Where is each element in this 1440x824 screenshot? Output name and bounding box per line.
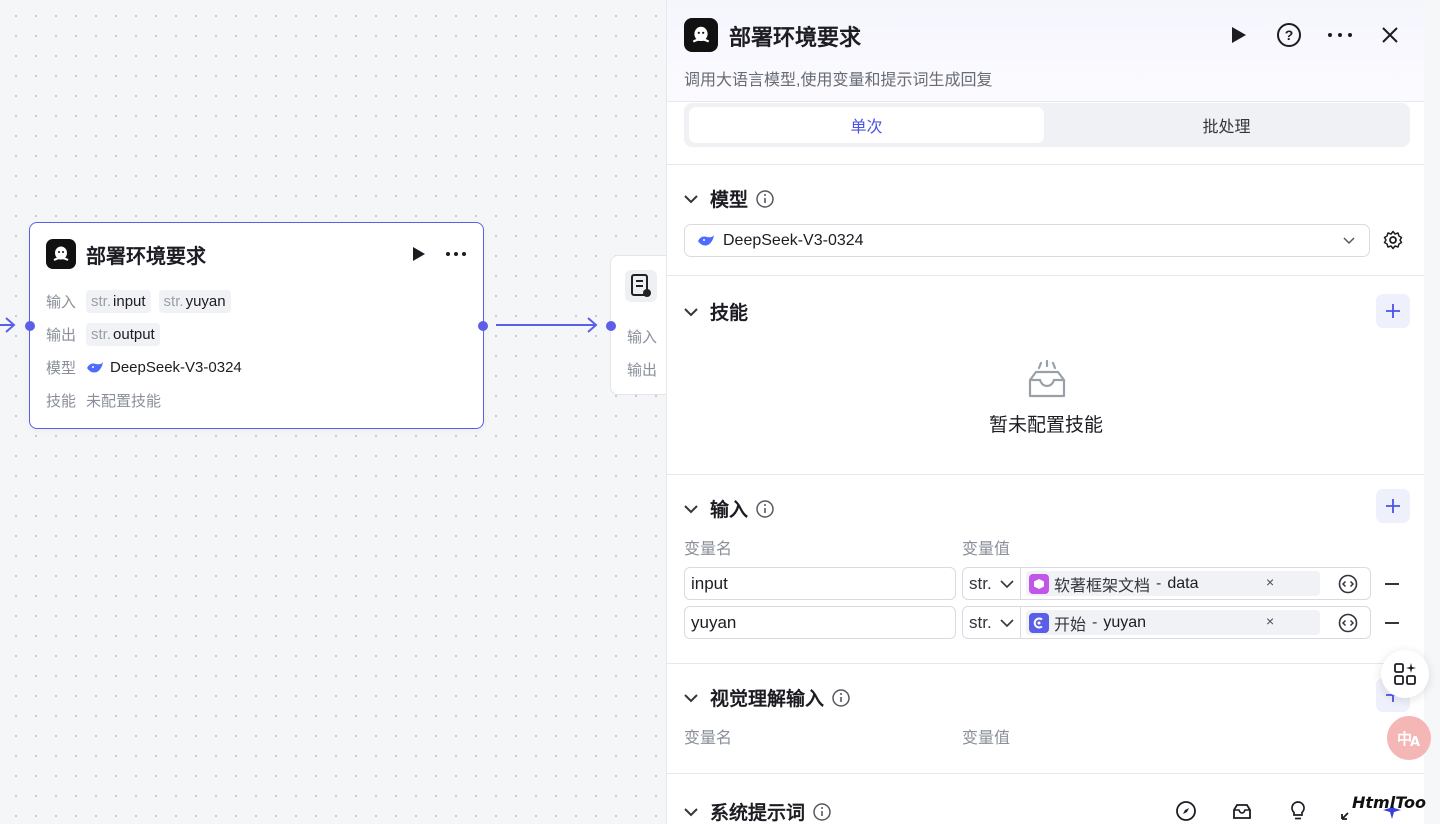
watermark: HtmlToo — [1352, 793, 1427, 812]
help-icon[interactable]: ? — [1274, 20, 1304, 50]
col-var-name: 变量名 — [684, 730, 733, 747]
chevron-down-icon — [684, 194, 698, 203]
input-section-header[interactable]: 输入 — [684, 495, 774, 522]
incoming-edge — [0, 317, 16, 333]
variable-picker-icon[interactable] — [1338, 574, 1358, 594]
add-input-button[interactable] — [1376, 489, 1410, 523]
chevron-down-icon — [684, 807, 698, 816]
var-tag: str.output — [86, 323, 160, 346]
next-node[interactable]: 输入 输出 — [610, 255, 666, 395]
add-skill-button[interactable] — [1376, 294, 1410, 328]
run-icon[interactable] — [407, 242, 431, 266]
var-tag: str.yuyan — [158, 290, 231, 313]
bot-logo-icon — [46, 239, 76, 269]
node-row-model: 模型 DeepSeek-V3-0324 — [46, 359, 242, 377]
svg-text:?: ? — [1285, 27, 1294, 43]
info-icon — [813, 802, 831, 821]
clear-reference-icon[interactable]: × — [1266, 574, 1275, 590]
settings-gear-icon[interactable] — [1383, 230, 1403, 250]
model-select[interactable]: DeepSeek-V3-0324 — [684, 224, 1370, 257]
empty-box-icon — [1026, 360, 1068, 400]
node-input-port[interactable] — [25, 321, 35, 331]
type-select[interactable]: str. — [963, 607, 1021, 638]
translate-icon: 中A — [1397, 730, 1420, 749]
compass-icon[interactable] — [1175, 800, 1197, 822]
var-name-input[interactable]: input — [684, 567, 956, 600]
model-section-header[interactable]: 模型 — [684, 185, 774, 212]
plus-icon — [1386, 304, 1400, 318]
var-reference[interactable]: 开始 - yuyan — [1026, 610, 1320, 635]
chevron-down-icon — [1000, 618, 1014, 627]
node-row-skill: 技能 未配置技能 — [46, 393, 162, 410]
chevron-down-icon — [1000, 579, 1014, 588]
prompt-section-header[interactable]: 系统提示词 — [684, 798, 831, 824]
node-row-output: 输出 str.output — [30, 318, 483, 351]
deepseek-whale-icon — [697, 234, 715, 248]
llm-node[interactable]: 部署环境要求 输入 str.input str.yuyan 输出 str.out… — [29, 222, 484, 429]
variable-picker-icon[interactable] — [1338, 613, 1358, 633]
skills-empty-text: 暂未配置技能 — [988, 415, 1103, 436]
clear-reference-icon[interactable]: × — [1266, 613, 1275, 629]
var-name-input[interactable]: yuyan — [684, 606, 956, 639]
col-var-name: 变量名 — [684, 541, 733, 558]
node-output-port[interactable] — [478, 321, 488, 331]
remove-row-button[interactable] — [1385, 622, 1399, 624]
plus-icon — [1386, 499, 1400, 513]
edge-arrow — [496, 317, 598, 333]
deepseek-whale-icon — [86, 361, 104, 375]
info-icon — [832, 688, 850, 707]
panel-description: 调用大语言模型,使用变量和提示词生成回复 — [684, 72, 993, 89]
mode-tabs: 单次 批处理 — [684, 103, 1410, 147]
close-icon[interactable] — [1375, 20, 1405, 50]
svg-text:中: 中 — [1397, 730, 1412, 748]
document-tool-icon — [625, 270, 657, 302]
col-var-value: 变量值 — [962, 541, 1011, 558]
bulb-icon[interactable] — [1287, 800, 1309, 822]
sparkle-icon[interactable] — [1382, 800, 1402, 820]
remove-row-button[interactable] — [1385, 583, 1399, 585]
bot-logo-icon — [684, 18, 718, 52]
node-row-input: 输入 str.input str.yuyan — [30, 285, 483, 318]
info-icon — [756, 499, 774, 518]
chevron-down-icon — [684, 504, 698, 513]
chevron-down-icon — [1343, 237, 1355, 245]
info-icon — [756, 189, 774, 208]
expand-icon[interactable] — [1339, 800, 1361, 822]
vision-section-header[interactable]: 视觉理解输入 — [684, 684, 850, 711]
var-reference[interactable]: 软著框架文档 - data — [1026, 571, 1320, 596]
template-box-icon[interactable] — [1231, 800, 1253, 822]
next-node-input-port[interactable] — [606, 321, 616, 331]
panel-title[interactable]: 部署环境要求 — [729, 25, 862, 50]
grid-sparkle-icon — [1394, 663, 1416, 685]
chevron-down-icon — [684, 307, 698, 316]
more-icon[interactable] — [445, 243, 467, 265]
col-var-value: 变量值 — [962, 730, 1011, 747]
node-config-panel: 部署环境要求 调用大语言模型,使用变量和提示词生成回复 ? 单次 批处理 模型 … — [666, 0, 1424, 824]
svg-text:A: A — [1410, 735, 1420, 749]
panel-header: 部署环境要求 调用大语言模型,使用变量和提示词生成回复 ? — [667, 0, 1424, 102]
cube-icon — [1029, 573, 1049, 594]
app-grid-button[interactable] — [1381, 650, 1429, 698]
node-title: 部署环境要求 — [86, 245, 206, 268]
start-icon — [1029, 612, 1049, 633]
var-value-field: str. 软著框架文档 - data × — [962, 567, 1371, 600]
chevron-down-icon — [684, 693, 698, 702]
run-icon[interactable] — [1224, 20, 1254, 50]
var-tag: str.input — [86, 290, 151, 313]
skills-section-header[interactable]: 技能 — [684, 298, 748, 325]
workflow-canvas[interactable]: 部署环境要求 输入 str.input str.yuyan 输出 str.out… — [0, 0, 666, 824]
var-value-field: str. 开始 - yuyan × — [962, 606, 1371, 639]
tab-batch[interactable]: 批处理 — [1202, 119, 1251, 136]
more-icon[interactable] — [1325, 20, 1355, 50]
type-select[interactable]: str. — [963, 568, 1021, 599]
tab-single[interactable]: 单次 — [689, 107, 1044, 143]
